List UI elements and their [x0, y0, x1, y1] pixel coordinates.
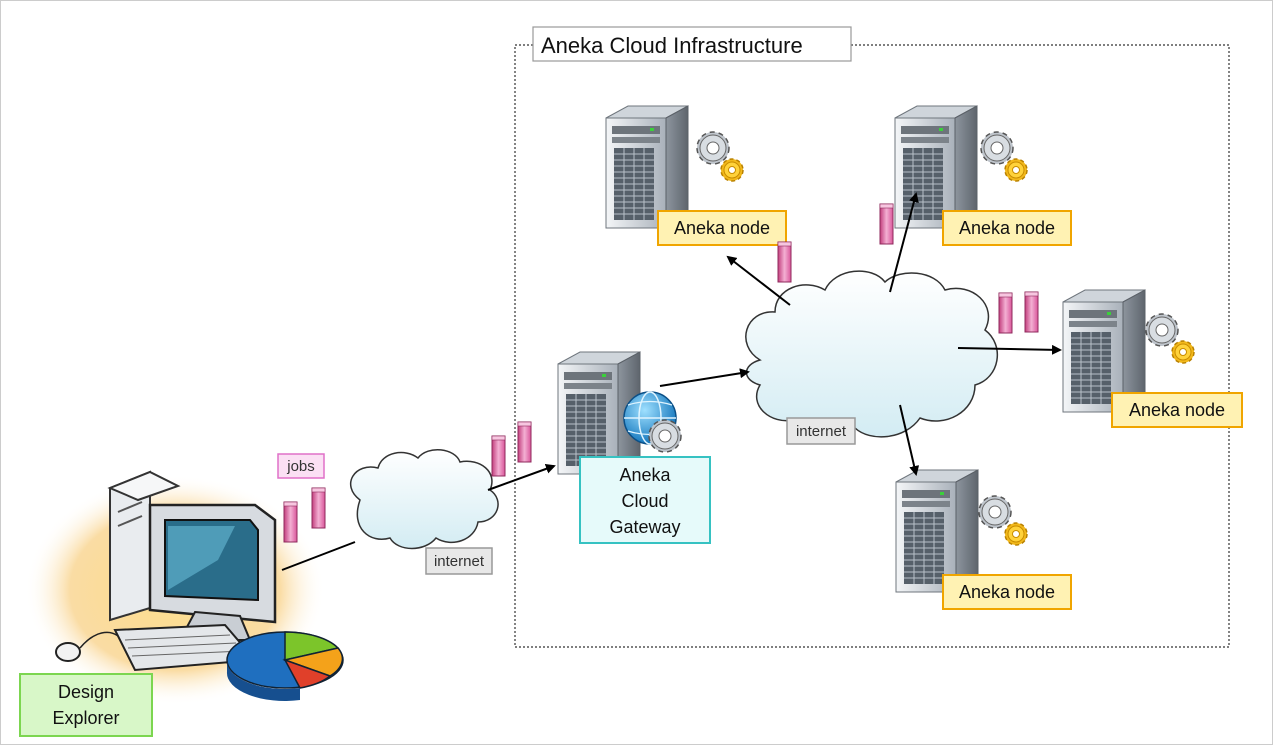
node-label-box: Aneka node [1111, 392, 1243, 428]
infrastructure-title: Aneka Cloud Infrastructure [541, 33, 803, 58]
client-label-line2: Explorer [52, 708, 119, 728]
client-label-line1: Design [58, 682, 114, 702]
jobs-label: jobs [286, 458, 315, 475]
internet-label-left-box: internet [425, 547, 493, 575]
internet-to-node-arrow [957, 344, 1062, 355]
node-server-icon [605, 105, 689, 229]
node-server-icon [894, 105, 978, 229]
client-to-internet-line [281, 541, 356, 571]
gateway-to-internet-arrow [659, 368, 750, 387]
node-server-icon [895, 469, 979, 593]
job-block [491, 435, 506, 477]
client-label-box: Design Explorer [19, 673, 153, 737]
node-label: Aneka node [674, 218, 770, 238]
gateway-label-line3: Gateway [609, 517, 680, 537]
gateway-label-box: Aneka Cloud Gateway [579, 456, 711, 544]
internet-to-node-arrow [726, 255, 791, 306]
internet-label-right-box: internet [786, 417, 856, 445]
gear-icon [696, 131, 730, 165]
job-block [283, 501, 298, 543]
node-label-box: Aneka node [942, 574, 1072, 610]
client-computer-icon [25, 470, 344, 705]
node-label: Aneka node [959, 218, 1055, 238]
gear-icon [1004, 522, 1028, 546]
internet-to-node-arrow [889, 192, 919, 293]
gear-icon [648, 419, 682, 453]
internet-to-node-arrow [899, 404, 920, 476]
gear-icon [1145, 313, 1179, 347]
cloud-infrastructure-boundary [514, 44, 1230, 648]
job-block [777, 241, 792, 283]
job-block [998, 292, 1013, 334]
node-label-box: Aneka node [942, 210, 1072, 246]
node-label: Aneka node [959, 582, 1055, 602]
job-block [1024, 291, 1039, 333]
internet-cloud-left [349, 449, 499, 550]
internet-label-left: internet [434, 553, 485, 570]
gear-icon [978, 495, 1012, 529]
infrastructure-title-box: Aneka Cloud Infrastructure [532, 26, 852, 62]
gear-icon [980, 131, 1014, 165]
node-label: Aneka node [1129, 400, 1225, 420]
job-block [879, 203, 894, 245]
internet-to-gateway-arrow [487, 464, 556, 491]
job-block [517, 421, 532, 463]
gateway-label-line2: Cloud [621, 491, 668, 511]
gear-icon [1171, 340, 1195, 364]
jobs-label-box: jobs [277, 453, 325, 479]
internet-cloud-center [745, 270, 999, 438]
node-label-box: Aneka node [657, 210, 787, 246]
internet-label-right: internet [796, 423, 847, 440]
gear-icon [1004, 158, 1028, 182]
gateway-label-line1: Aneka [619, 465, 671, 485]
job-block [311, 487, 326, 529]
gear-icon [720, 158, 744, 182]
